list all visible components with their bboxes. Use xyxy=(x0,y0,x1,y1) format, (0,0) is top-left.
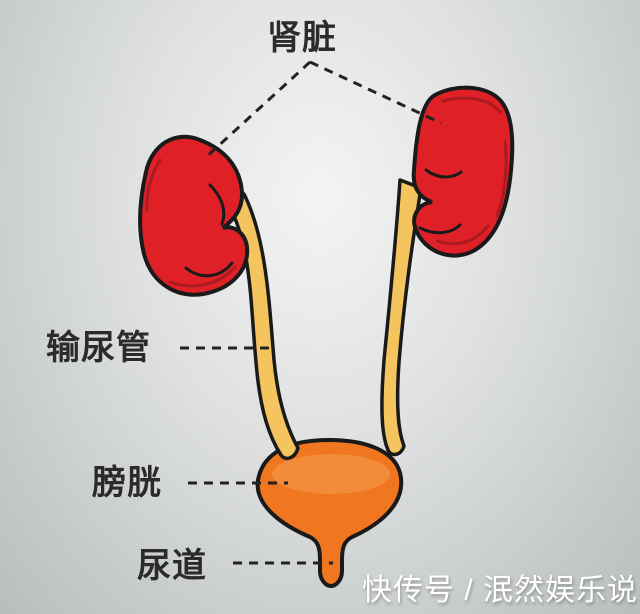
left-kidney-shape xyxy=(137,134,250,297)
kidney-leader-right xyxy=(309,60,442,125)
right-kidney-lower-crease xyxy=(418,223,462,235)
watermark-text: 快传号 / 泯然娱乐说 xyxy=(361,574,638,607)
bladder-highlight xyxy=(272,454,390,494)
ureter-label: 输尿管 xyxy=(46,329,151,367)
right-kidney-shade-right xyxy=(495,140,508,218)
right-kidney-hilum-crease xyxy=(424,168,463,179)
right-kidney-shade-bottom xyxy=(436,224,490,246)
left-kidney-shade-top xyxy=(145,158,162,212)
kidney-label: 肾脏 xyxy=(267,19,337,57)
left-kidney-lower-crease xyxy=(184,261,234,278)
left-kidney-shade-bottom xyxy=(168,265,237,288)
leader-lines xyxy=(180,60,442,565)
right-kidney xyxy=(411,85,515,258)
left-kidney xyxy=(137,134,250,297)
right-ureter-shape xyxy=(380,178,423,457)
urethra-label: 尿道 xyxy=(137,547,207,585)
kidney-leader-left xyxy=(202,60,312,161)
bladder-label: 膀胱 xyxy=(92,464,162,502)
left-ureter-shape xyxy=(222,192,300,461)
left-kidney-hilum-crease xyxy=(208,183,226,226)
right-kidney-shape xyxy=(411,85,515,258)
right-kidney-shade-top xyxy=(441,96,502,114)
